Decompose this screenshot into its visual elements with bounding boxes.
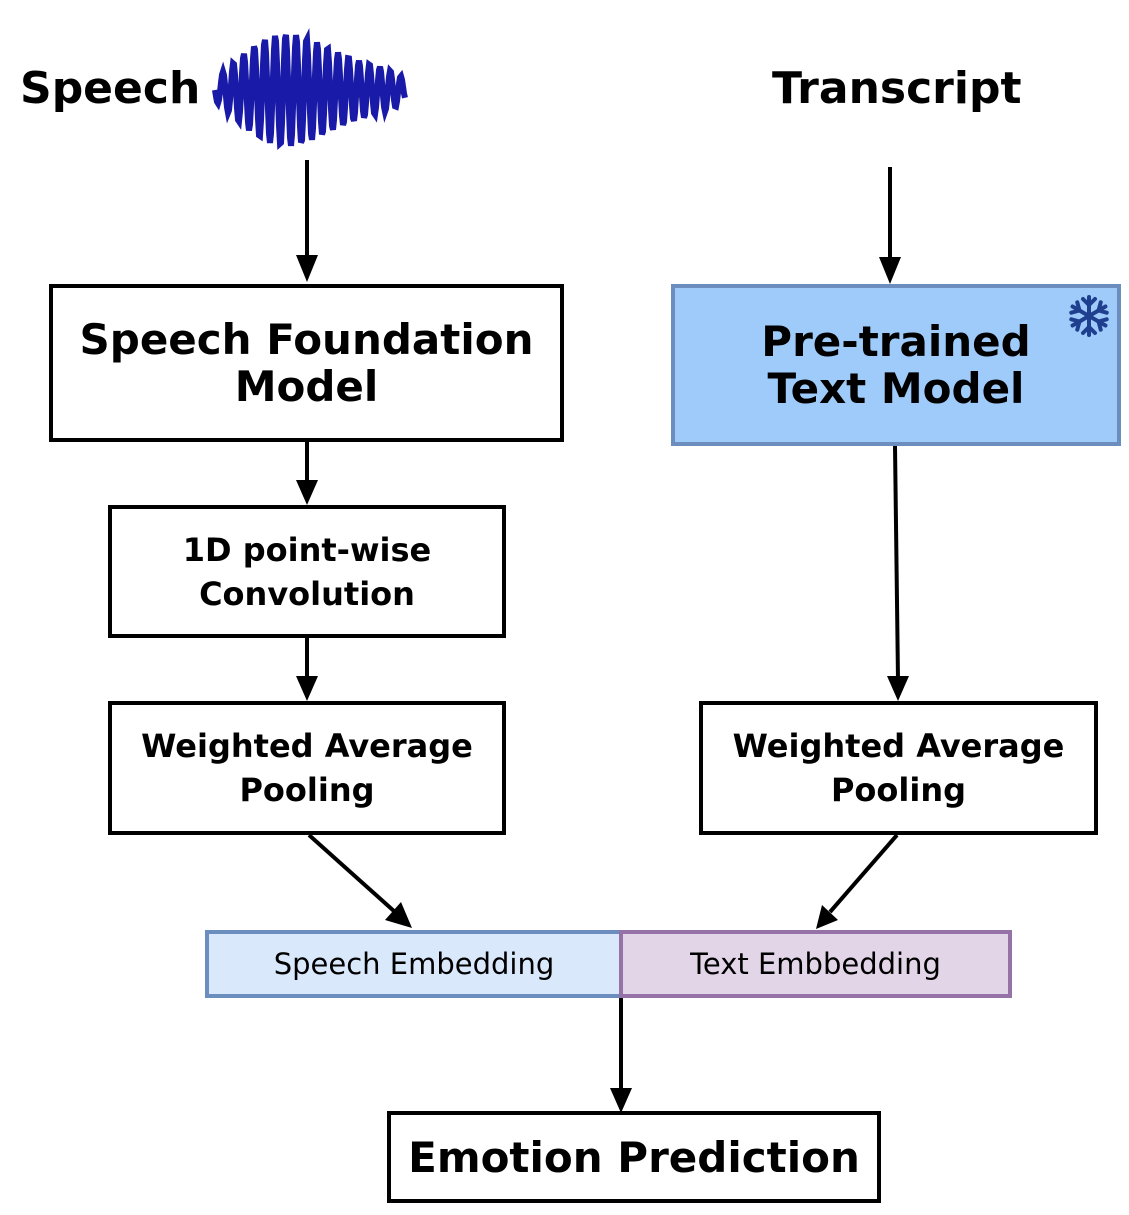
speech-waveform-icon: [212, 28, 408, 151]
emotion-prediction-box: Emotion Prediction: [387, 1111, 881, 1203]
arrowhead: [296, 255, 318, 282]
arrowhead: [296, 676, 318, 701]
arrow-pool-to-speech-emb: [307, 833, 397, 914]
conv-box: 1D point-wise Convolution: [108, 505, 506, 638]
emotion-prediction-label: Emotion Prediction: [408, 1132, 860, 1182]
box-label-line: Model: [234, 362, 379, 411]
box-label-line: Weighted Average: [732, 727, 1065, 765]
arrowhead: [296, 480, 318, 505]
box-label-line: Weighted Average: [141, 727, 473, 765]
arrow-pool-to-text-emb: [828, 833, 899, 914]
speech-pooling-box: Weighted Average Pooling: [108, 701, 506, 835]
arrowhead: [887, 676, 909, 701]
box-label-line: Convolution: [199, 574, 415, 613]
speech-embedding-box: Speech Embedding: [205, 930, 623, 998]
speech-foundation-model-box: Speech Foundation Model: [49, 284, 564, 442]
box-label-line: 1D point-wise: [182, 530, 432, 569]
speech-embedding-label: Speech Embedding: [273, 947, 555, 981]
pretrained-text-model-box: Pre-trained Text Model: [671, 284, 1121, 446]
transcript-input-label: Transcript: [772, 63, 1022, 114]
arrowhead: [879, 257, 901, 284]
arrowhead: [816, 905, 838, 929]
box-label-line: Pooling: [239, 771, 375, 809]
box-label-line: Text Model: [767, 364, 1025, 413]
speech-input-label: Speech: [20, 63, 201, 114]
snowflake-icon: [1067, 295, 1111, 337]
box-label-line: Pre-trained: [761, 317, 1031, 366]
arrowhead: [385, 902, 412, 928]
box-label-line: Speech Foundation: [79, 315, 534, 364]
box-label-line: Pooling: [830, 771, 967, 809]
text-embedding-box: Text Embbedding: [619, 930, 1012, 998]
text-embedding-label: Text Embbedding: [690, 947, 941, 981]
arrowhead: [610, 1088, 632, 1113]
text-pooling-box: Weighted Average Pooling: [699, 701, 1098, 835]
arrow-text-model-to-pool: [893, 445, 900, 681]
